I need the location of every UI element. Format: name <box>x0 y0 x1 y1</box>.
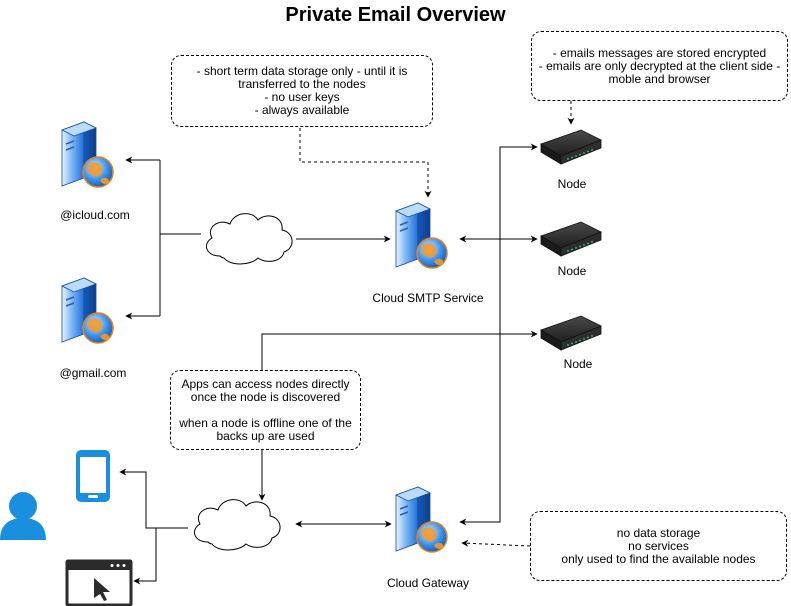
mobile-phone-icon <box>76 450 110 502</box>
gmail-server-icon <box>61 277 114 344</box>
browser-window-icon <box>65 559 133 606</box>
gmail-label: @gmail.com <box>59 366 127 380</box>
node-device-icon <box>540 315 602 351</box>
apps-access-note: Apps can access nodes directly once the … <box>170 370 361 450</box>
gateway-note: no data storage no services only used to… <box>530 511 787 581</box>
connectors <box>119 101 575 585</box>
smtp-server-icon <box>395 202 448 269</box>
node-label: Node <box>563 357 593 371</box>
client-cloud-icon <box>193 499 281 551</box>
node-label: Node <box>557 264 587 278</box>
apps-access-note-text: Apps can access nodes directly once the … <box>179 376 352 443</box>
smtp-storage-note-text: - short term data storage only - until i… <box>196 64 408 117</box>
gateway-note-text: no data storage no services only used to… <box>561 525 756 566</box>
node-device-icon <box>540 129 602 165</box>
node-label: Node <box>557 177 587 191</box>
diagram-title: Private Email Overview <box>285 4 506 26</box>
person-icon <box>0 492 46 540</box>
encryption-note: - emails messages are stored encrypted -… <box>531 31 788 101</box>
smtp-storage-note: - short term data storage only - until i… <box>171 55 433 127</box>
smtp-service-label: Cloud SMTP Service <box>372 291 484 305</box>
internet-cloud-icon <box>205 213 293 265</box>
gateway-server-icon <box>395 486 448 553</box>
gateway-label: Cloud Gateway <box>386 576 470 590</box>
icloud-server-icon <box>61 121 114 188</box>
encryption-note-text: - emails messages are stored encrypted -… <box>538 45 781 86</box>
node-device-icon <box>540 221 602 257</box>
icloud-label: @icloud.com <box>60 208 130 222</box>
